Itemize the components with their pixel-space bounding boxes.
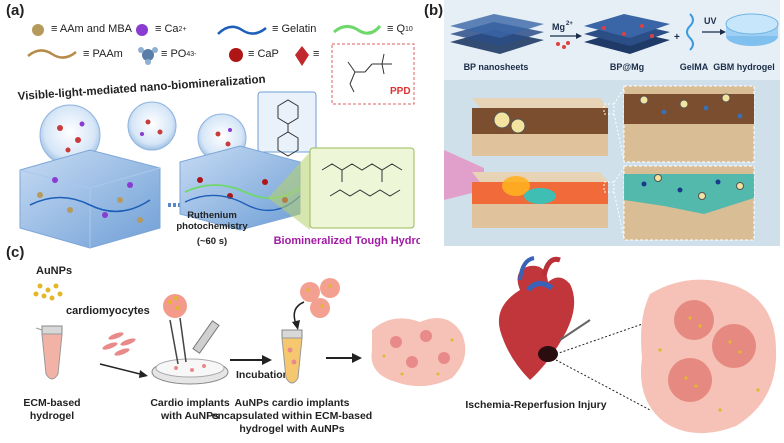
chain-structure-box — [309, 147, 415, 229]
legend-paam: ≡ PAAm — [83, 48, 123, 60]
zoom-line-top — [555, 319, 655, 355]
application-arrow — [352, 353, 362, 363]
bp-nanosheets-label: BP nanosheets — [464, 62, 529, 72]
encap-line2: encapsulated within ECM-based — [212, 410, 372, 422]
mg-label: Mg — [552, 22, 565, 32]
svg-text:2+: 2+ — [566, 21, 573, 27]
aunps-label: AuNPs — [36, 265, 72, 277]
gbm-hydrogel-icon — [725, 13, 779, 46]
svg-text:+: + — [674, 32, 680, 43]
cardiomyocytes-icon — [102, 332, 136, 356]
cardio-line2: with AuNPs — [160, 410, 219, 422]
ppd-structure-box — [331, 43, 415, 105]
cardio-line1: Cardio implants — [150, 397, 230, 409]
incubation-label: Incubation — [236, 369, 289, 381]
bp-mg-label: BP@Mg — [610, 62, 644, 72]
gelma-icon — [686, 13, 694, 51]
cardiomyocytes-label: cardiomyocytes — [66, 305, 150, 317]
heat-glow — [502, 176, 530, 196]
ischemia-label: Ischemia-Reperfusion Injury — [465, 399, 606, 411]
aunps-cluster-icon — [33, 283, 63, 301]
gelma-label: GelMA — [680, 62, 709, 72]
gbm-hydrogel-label: GBM hydrogel — [713, 62, 775, 72]
nano-sphere-2 — [127, 101, 177, 151]
cap-icon — [229, 48, 243, 62]
legend-ppd-eq: ≡ — [313, 48, 320, 60]
ppd-structure — [347, 53, 392, 93]
panel-b-figure: BP nanosheets Mg 2+ BP@Mg + GelMA UV GBM… — [444, 0, 780, 246]
incubation-arrow — [262, 355, 272, 365]
visible-light-text: Visible-light-mediated nano-biomineraliz… — [17, 74, 266, 103]
panel-b-label: (b) — [424, 2, 444, 19]
result-label: Biomineralized Tough Hydrogel — [274, 235, 420, 247]
tissue-zoom-icon — [640, 279, 777, 434]
ecm-line1: ECM-based — [23, 397, 80, 409]
ppd-diamond-icon — [295, 46, 309, 66]
zoom-line-bottom — [555, 359, 651, 411]
calcium-icon — [136, 24, 148, 36]
encap-line1: AuNPs cardio implants — [235, 397, 350, 409]
uv-label: UV — [704, 16, 717, 26]
panel-c-label: (c) — [6, 244, 25, 261]
panel-a-figure: Visible-light-mediated nano-biomineraliz… — [17, 24, 420, 249]
legend-aam-mba: ≡ AAm and MBA — [51, 23, 133, 35]
hydrogel-patch-icon — [371, 318, 466, 387]
heart-icon — [498, 256, 591, 380]
bp-nanosheets-icon — [450, 14, 544, 54]
encapsulation-tube-icon — [281, 329, 303, 384]
bisphenol-structure-box — [257, 91, 317, 153]
spheroid-cluster-icon — [300, 278, 340, 318]
ppd-label: PPD — [390, 86, 411, 97]
panel-c-figure: AuNPs ECM-based hydrogel cardiomyocytes … — [23, 256, 777, 435]
chain-callout — [268, 152, 310, 230]
panel-a-label: (a) — [6, 2, 25, 19]
ecm-tube-icon — [35, 325, 63, 380]
q10-icon — [333, 24, 382, 35]
encap-line3: hydrogel with AuNPs — [239, 423, 344, 435]
ruthenium-line1: Ruthenium — [187, 210, 237, 221]
tissue-block-upper — [472, 98, 608, 156]
ecm-line2: hydrogel — [30, 410, 74, 422]
tissue-block-lower — [472, 172, 608, 228]
ruthenium-line2: photochemistry — [176, 221, 248, 232]
aam-mba-icon — [32, 24, 44, 36]
bp-mg-icon — [584, 14, 670, 54]
time-label: (~60 s) — [197, 236, 227, 247]
phosphate-icon — [138, 47, 158, 65]
legend-cap: ≡ CaP — [248, 48, 279, 60]
gelatin-icon — [217, 25, 267, 35]
paam-icon — [27, 49, 77, 59]
legend-gelatin: ≡ Gelatin — [272, 23, 317, 35]
petri-dish-icon — [151, 294, 229, 385]
